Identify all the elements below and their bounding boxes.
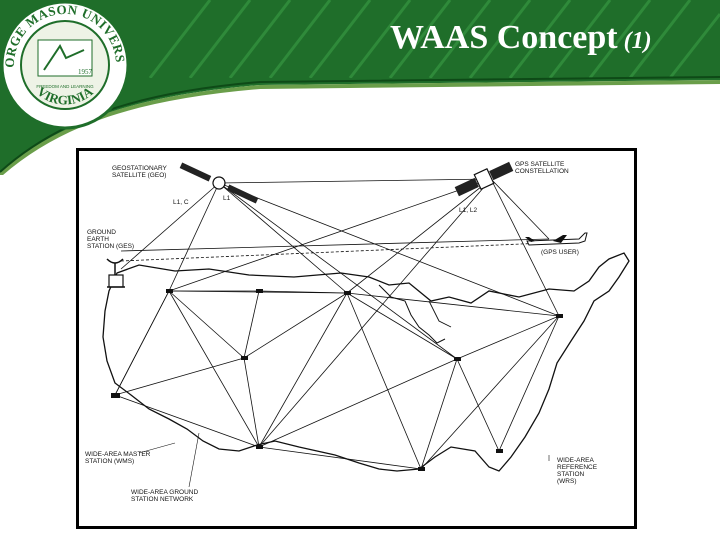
university-seal-icon: GEORGE MASON UNIVERSITY VIRGINIA 1957 FR… [0, 0, 130, 130]
seal-motto: FREEDOM AND LEARNING [36, 84, 94, 89]
label-gps-user: (GPS USER) [541, 249, 579, 256]
seal-year: 1957 [78, 68, 93, 76]
slide-header: GEORGE MASON UNIVERSITY VIRGINIA 1957 FR… [0, 0, 720, 175]
airplane-icon [525, 232, 588, 246]
station-node [454, 357, 461, 361]
label-geo-l1: L1 [223, 195, 231, 202]
ground-earth-station-icon [106, 258, 125, 288]
ground-network-links [114, 290, 560, 470]
satellite-links [120, 178, 560, 448]
slide-title: WAAS Concept(1) [390, 14, 652, 62]
slide-title-suffix: (1) [623, 28, 652, 54]
label-ground-network: WIDE-AREA GROUND STATION NETWORK [131, 489, 199, 503]
label-ground-station: GROUND EARTH STATION (GES) [87, 229, 135, 250]
station-node [496, 449, 503, 453]
station-node [344, 291, 351, 295]
master-station-node [111, 393, 120, 398]
geo-satellite-icon [179, 162, 259, 204]
station-node [256, 289, 263, 293]
label-master-station: WIDE-AREA MASTER STATION (WMS) [85, 451, 151, 465]
label-geo-link: L1, C [173, 199, 189, 206]
us-map-outline [102, 252, 630, 472]
label-gps-constellation: GPS SATELLITE CONSTELLATION [515, 161, 569, 175]
slide-title-text: WAAS Concept [390, 19, 618, 56]
label-geo-satellite: GEOSTATIONARY SATELLITE (GEO) [112, 165, 167, 179]
station-node [256, 445, 263, 449]
station-node [166, 289, 173, 293]
waas-diagram: GEOSTATIONARY SATELLITE (GEO) L1, C L1 G… [76, 148, 637, 529]
station-node [241, 356, 248, 360]
gps-satellite-icon [454, 161, 514, 197]
waas-network-drawing [102, 161, 630, 488]
station-node [418, 467, 425, 471]
label-reference-station: WIDE-AREA REFERENCE STATION (WRS) [557, 457, 598, 485]
label-gps-link: L1, L2 [459, 207, 478, 214]
station-nodes [111, 289, 563, 471]
station-node [556, 314, 563, 318]
